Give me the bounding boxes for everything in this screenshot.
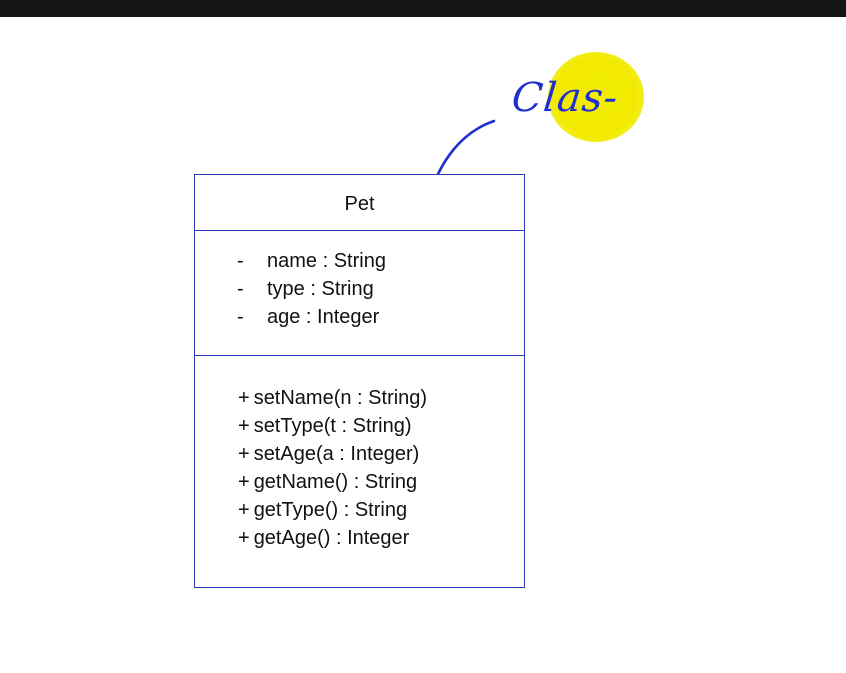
class-name: Pet (344, 193, 375, 215)
attribute-row: - name : String (195, 247, 524, 275)
attribute-text: name : String (267, 250, 386, 272)
operation-row: +getName() : String (195, 468, 524, 496)
operation-text: setAge(a : Integer) (253, 443, 420, 465)
operation-text: getAge() : Integer (253, 527, 410, 549)
attribute-row: - type : String (195, 275, 524, 303)
attribute-row: - age : Integer (195, 303, 524, 331)
operation-visibility: + (238, 527, 250, 549)
attribute-visibility: - (237, 278, 244, 300)
operation-visibility: + (238, 415, 250, 437)
operation-visibility: + (238, 471, 250, 493)
attributes-compartment: - name : String - type : String - age : … (195, 231, 524, 356)
attribute-text: age : Integer (267, 306, 380, 328)
video-top-bar (0, 0, 846, 17)
operation-row: +setType(t : String) (195, 412, 524, 440)
operation-text: setName(n : String) (253, 387, 428, 409)
operation-row: +getType() : String (195, 496, 524, 524)
operation-text: getName() : String (253, 471, 418, 493)
attribute-visibility: - (237, 306, 244, 328)
operation-text: setType(t : String) (253, 415, 412, 437)
operation-row: +setName(n : String) (195, 384, 524, 412)
operation-row: +setAge(a : Integer) (195, 440, 524, 468)
operation-text: getType() : String (253, 499, 408, 521)
operation-visibility: + (238, 499, 250, 521)
class-name-compartment: Pet (195, 175, 524, 231)
operation-row: +getAge() : Integer (195, 524, 524, 552)
operation-visibility: + (238, 387, 250, 409)
operations-compartment: +setName(n : String) +setType(t : String… (195, 356, 524, 552)
handwritten-annotation: Clas- (509, 75, 621, 121)
uml-class-box: Pet - name : String - type : String - ag… (194, 174, 525, 588)
attribute-visibility: - (237, 250, 244, 272)
operation-visibility: + (238, 443, 250, 465)
attribute-text: type : String (267, 278, 374, 300)
cursor-highlight (548, 52, 644, 142)
